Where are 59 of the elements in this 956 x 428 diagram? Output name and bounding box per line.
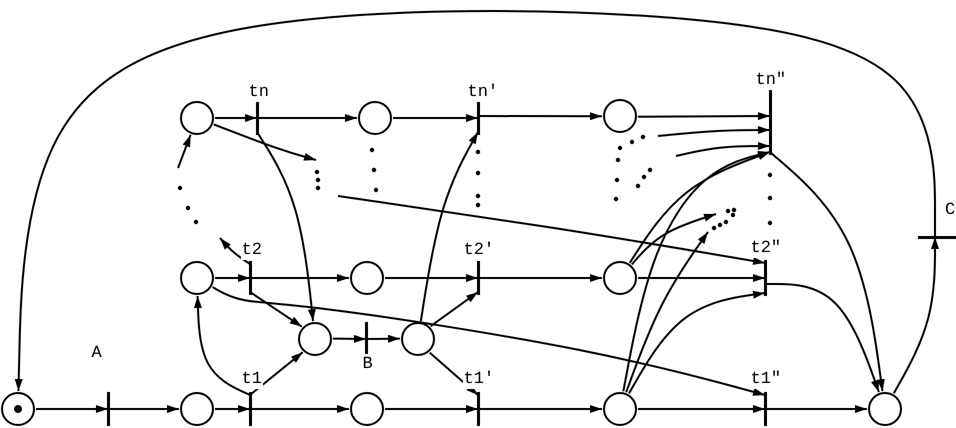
arc-arrow — [625, 231, 709, 392]
transition-label: t1 — [240, 371, 263, 389]
arc-arrow — [385, 274, 478, 282]
arc-arrow — [108, 405, 179, 413]
arc-arrow — [215, 405, 250, 413]
place-circle — [350, 392, 384, 426]
arc-arrow — [676, 142, 770, 157]
arc-arrow — [765, 283, 880, 392]
place-circle — [180, 101, 214, 135]
arc-arrow — [478, 274, 602, 282]
transition-label: tn — [248, 84, 270, 102]
arc-arrow — [338, 195, 766, 265]
arc-arrow — [212, 286, 766, 396]
arc-arrow — [249, 351, 304, 396]
arc-arrow — [429, 352, 479, 396]
arc-arrow — [628, 151, 770, 264]
place-circle — [358, 101, 392, 135]
arc-arrow — [250, 274, 349, 282]
arc-arrow — [769, 151, 885, 392]
arc-arrow — [257, 114, 357, 122]
arc-arrow — [194, 296, 250, 396]
arc-arrow — [638, 274, 765, 282]
place-circle — [180, 261, 214, 295]
arc-arrow — [430, 291, 479, 327]
arc-arrow — [250, 405, 349, 413]
arc-arrow — [249, 291, 302, 328]
arc-arrow — [14, 10, 936, 392]
marked-place-circle — [1, 392, 35, 426]
arc-arrow — [658, 126, 770, 137]
arc-arrow — [393, 114, 478, 122]
arc-arrow — [478, 405, 602, 413]
place-circle — [180, 392, 214, 426]
arc-arrow — [177, 134, 192, 168]
arc-arrow — [332, 334, 366, 343]
place-circle — [603, 99, 637, 133]
arc-arrow — [215, 274, 250, 282]
arc-arrow — [366, 334, 400, 343]
arc-arrow — [765, 405, 867, 413]
arc-arrow — [622, 150, 770, 392]
arc-arrow — [628, 290, 766, 394]
arc-arrow — [213, 124, 316, 161]
arc-arrow — [215, 114, 257, 122]
place-circle — [868, 392, 902, 426]
arc-arrow — [219, 237, 251, 265]
arc-arrow — [256, 131, 316, 322]
place-circle — [401, 322, 435, 356]
place-circle — [603, 261, 637, 295]
arc-arrow — [385, 405, 478, 413]
place-circle — [298, 322, 332, 356]
place-circle — [603, 392, 637, 426]
arc-arrow — [638, 405, 765, 413]
arc-arrow — [638, 112, 770, 120]
arc-arrow — [892, 237, 939, 394]
arc-arrow — [478, 112, 602, 120]
transition-label: t2 — [240, 242, 263, 260]
arc-arrow — [36, 405, 108, 413]
arc-arrow — [631, 213, 716, 266]
arc-arrow — [420, 132, 479, 322]
place-circle — [350, 261, 384, 295]
